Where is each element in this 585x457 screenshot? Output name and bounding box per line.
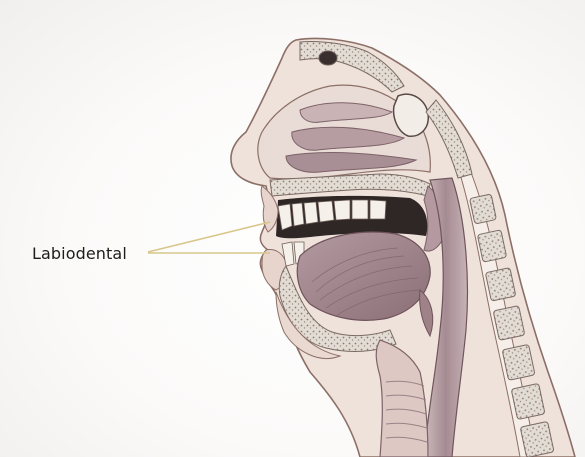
frontal-sinus [319, 51, 337, 65]
pointer-line-upper [148, 222, 270, 252]
labiodental-label: Labiodental [32, 244, 127, 263]
tongue [297, 232, 430, 320]
